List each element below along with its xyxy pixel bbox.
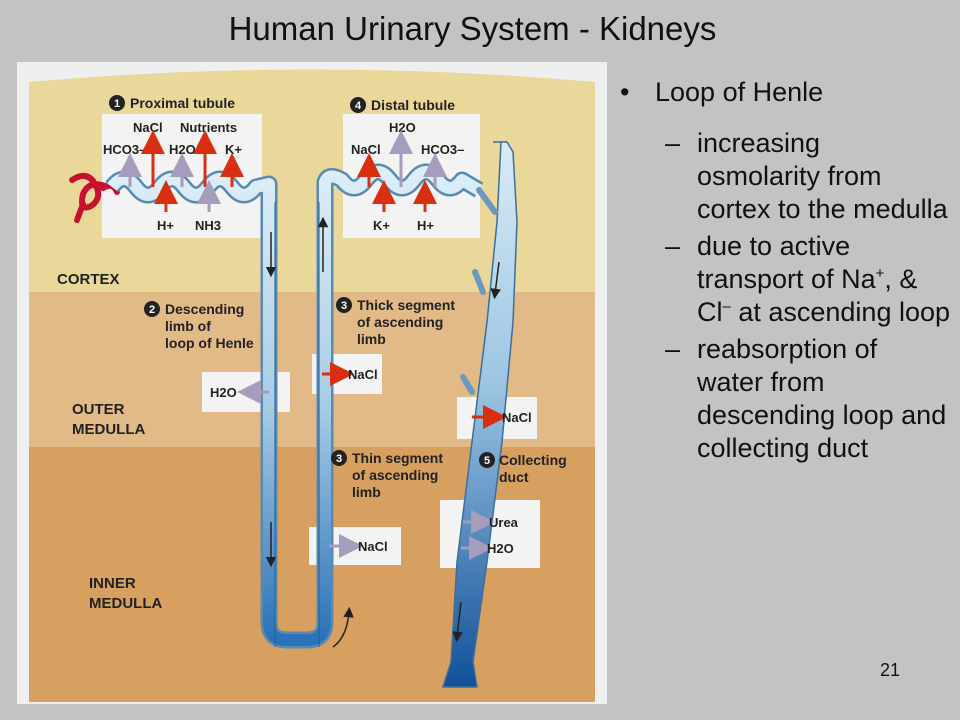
step-3-thick: 3 Thick segment of ascending limb bbox=[336, 297, 455, 347]
distal-h: H+ bbox=[417, 218, 434, 233]
distal-k: K+ bbox=[373, 218, 390, 233]
proximal-k: K+ bbox=[225, 142, 242, 157]
duct-h2o: H2O bbox=[487, 541, 514, 556]
distal-h2o: H2O bbox=[389, 120, 416, 135]
slide-title: Human Urinary System - Kidneys bbox=[228, 10, 717, 47]
dash-marker: – bbox=[665, 128, 681, 158]
sub-bullet-2-sup-2: – bbox=[722, 298, 731, 315]
sub-bullet-2-text-b: , & Cl bbox=[697, 264, 918, 327]
duct-nacl: NaCl bbox=[502, 410, 532, 425]
step-4-label: Distal tubule bbox=[371, 97, 455, 113]
step-2-label-3: loop of Henle bbox=[165, 335, 254, 351]
sub-bullet-2-sup-1: + bbox=[875, 265, 885, 282]
proximal-h: H+ bbox=[157, 218, 174, 233]
thick-nacl-exchange: NaCl bbox=[322, 362, 378, 386]
step-1-label: Proximal tubule bbox=[130, 95, 235, 111]
thick-nacl: NaCl bbox=[348, 367, 378, 382]
bullet-list: • Loop of Henle – increasing osmolarity … bbox=[615, 76, 950, 465]
sub-bullet-3: – reabsorption of water from descending … bbox=[615, 333, 950, 465]
nephron-diagram: CORTEX OUTER MEDULLA INNER MEDULLA bbox=[29, 69, 595, 702]
kidney-nephron-figure: CORTEX OUTER MEDULLA INNER MEDULLA bbox=[17, 62, 607, 704]
step-3a-label-3: limb bbox=[357, 331, 386, 347]
duct-branches bbox=[460, 187, 498, 395]
thin-nacl: NaCl bbox=[358, 539, 388, 554]
step-2-number: 2 bbox=[149, 304, 155, 316]
step-4: 4 Distal tubule bbox=[350, 97, 455, 113]
duct-nacl-exchange: NaCl bbox=[472, 405, 532, 429]
outer-medulla-label-2: MEDULLA bbox=[72, 421, 145, 438]
descending-h2o-exchange: H2O bbox=[210, 380, 269, 404]
step-3b-label-1: Thin segment bbox=[352, 450, 443, 466]
sub-bullet-2: – due to active transport of Na+, & Cl– … bbox=[615, 230, 950, 329]
proximal-nacl: NaCl bbox=[133, 120, 163, 135]
collecting-duct bbox=[441, 141, 518, 688]
sub-bullet-2-text-c: at ascending loop bbox=[730, 297, 951, 327]
distal-exchange: H2O NaCl HCO3– K+ H+ bbox=[351, 120, 464, 233]
step-4-number: 4 bbox=[355, 100, 362, 112]
duct-urea-h2o-exchange: Urea H2O bbox=[461, 510, 519, 560]
proximal-exchange: NaCl Nutrients HCO3– H2O K+ H+ NH3 bbox=[103, 120, 244, 233]
distal-hco3: HCO3– bbox=[421, 142, 464, 157]
step-5-label-2: duct bbox=[499, 469, 529, 485]
inner-medulla-zone bbox=[29, 447, 595, 702]
distal-nacl: NaCl bbox=[351, 142, 381, 157]
proximal-h2o: H2O bbox=[169, 142, 196, 157]
proximal-hco3: HCO3– bbox=[103, 142, 146, 157]
cortex-label: CORTEX bbox=[57, 271, 120, 288]
inner-medulla-label-1: INNER bbox=[89, 575, 136, 592]
step-3a-label-2: of ascending bbox=[357, 314, 443, 330]
sub-bullet-1: – increasing osmolarity from cortex to t… bbox=[615, 127, 950, 226]
flow-arrows bbox=[265, 216, 501, 648]
step-3b-label-2: of ascending bbox=[352, 467, 438, 483]
step-5-number: 5 bbox=[484, 455, 490, 467]
dash-marker: – bbox=[665, 231, 681, 261]
step-5: 5 Collecting duct bbox=[479, 452, 567, 485]
step-3b-label-3: limb bbox=[352, 484, 381, 500]
sub-bullet-2-text-a: due to active transport of Na bbox=[697, 231, 876, 294]
outer-medulla-label-1: OUTER bbox=[72, 401, 125, 418]
inner-medulla-label-2: MEDULLA bbox=[89, 595, 162, 612]
bullet-dot: • bbox=[620, 77, 630, 107]
dash-marker: – bbox=[665, 334, 681, 364]
nephron-tubule bbox=[105, 163, 484, 649]
sub-bullet-3-text: reabsorption of water from descending lo… bbox=[697, 334, 947, 463]
descending-h2o: H2O bbox=[210, 385, 237, 400]
sub-bullet-1-text: increasing osmolarity from cortex to the… bbox=[697, 128, 948, 224]
proximal-nh3: NH3 bbox=[195, 218, 221, 233]
step-3a-label-1: Thick segment bbox=[357, 297, 455, 313]
page-number: 21 bbox=[880, 660, 901, 680]
step-1-number: 1 bbox=[114, 98, 120, 110]
step-2-label-1: Descending bbox=[165, 301, 244, 317]
duct-urea: Urea bbox=[489, 515, 519, 530]
proximal-nutrients: Nutrients bbox=[180, 120, 237, 135]
step-2-label-2: limb of bbox=[165, 318, 211, 334]
step-3a-number: 3 bbox=[341, 300, 347, 312]
step-3b-number: 3 bbox=[336, 453, 342, 465]
step-2: 2 Descending limb of loop of Henle bbox=[144, 301, 254, 351]
bullet-main: • Loop of Henle bbox=[615, 76, 950, 109]
step-5-label-1: Collecting bbox=[499, 452, 567, 468]
thin-nacl-exchange: NaCl bbox=[329, 534, 388, 558]
step-3-thin: 3 Thin segment of ascending limb bbox=[331, 450, 443, 500]
bullet-main-text: Loop of Henle bbox=[655, 77, 824, 107]
step-1: 1 Proximal tubule bbox=[109, 95, 235, 111]
